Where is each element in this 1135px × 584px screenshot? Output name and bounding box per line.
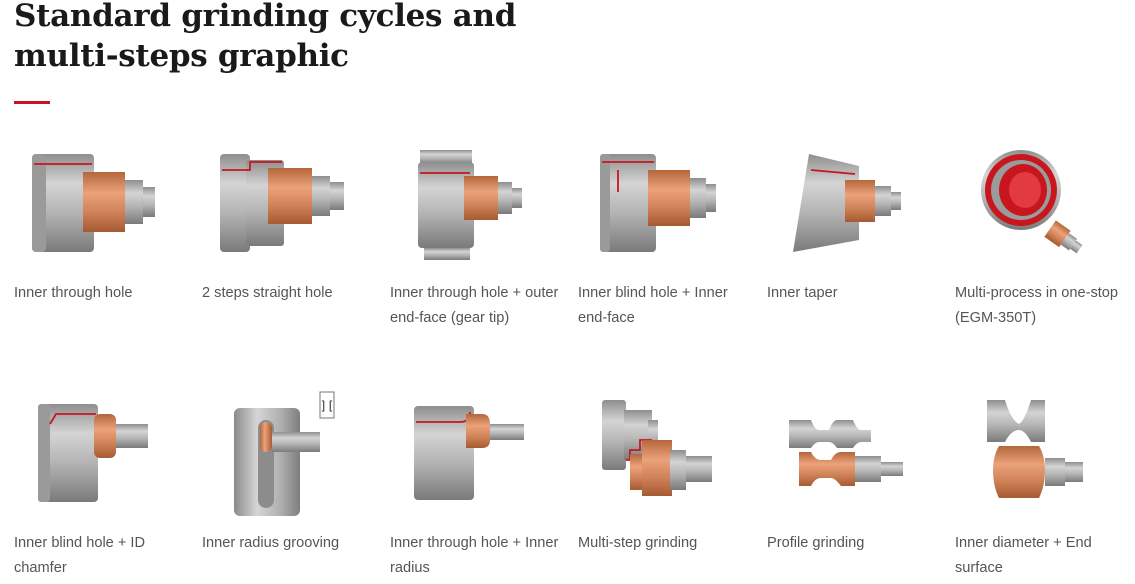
cycle-label: Multi-process in one-stop (EGM-350T) bbox=[955, 285, 1119, 326]
multi-process-icon bbox=[981, 150, 1083, 254]
through-hole-radius-icon bbox=[414, 406, 524, 500]
cycle-label: Inner taper bbox=[767, 285, 838, 301]
svg-text:][: ][ bbox=[320, 399, 334, 413]
title-accent-bar bbox=[14, 101, 50, 104]
cycle-item-1[interactable]: Inner through hole bbox=[14, 140, 194, 320]
cycle-label: Inner through hole + Inner radius bbox=[390, 535, 559, 576]
two-steps-straight-hole-icon bbox=[220, 154, 344, 252]
cycle-label: Inner blind hole + Inner end-face bbox=[578, 285, 728, 326]
cycle-label: Inner diameter + End surface bbox=[955, 535, 1092, 576]
cycle-label: Profile grinding bbox=[767, 535, 865, 551]
cycle-label: Inner radius grooving bbox=[202, 535, 340, 551]
cycle-item-11[interactable]: Profile grinding bbox=[767, 390, 947, 570]
page-title: Standard grinding cycles and multi-steps… bbox=[14, 0, 516, 76]
cycle-item-6[interactable]: Multi-process in one-stop (EGM-350T) bbox=[955, 140, 1135, 326]
inner-diameter-end-surface-icon bbox=[987, 400, 1083, 498]
cycle-label: Inner blind hole + ID chamfer bbox=[14, 535, 146, 576]
cycle-item-8[interactable]: ][ Inner radius grooving bbox=[202, 390, 382, 570]
cycle-label: Inner through hole + outer end-face (gea… bbox=[390, 285, 559, 326]
cycle-item-12[interactable]: Inner diameter + End surface bbox=[955, 390, 1135, 576]
title-line-2: multi-steps graphic bbox=[14, 38, 349, 74]
through-hole-end-face-icon bbox=[418, 150, 522, 260]
cycle-item-9[interactable]: Inner through hole + Inner radius bbox=[390, 390, 570, 576]
blind-hole-chamfer-icon bbox=[38, 404, 148, 502]
cycle-label: 2 steps straight hole bbox=[202, 285, 333, 301]
profile-grinding-icon bbox=[789, 420, 903, 486]
cycle-item-2[interactable]: 2 steps straight hole bbox=[202, 140, 382, 320]
cycle-item-7[interactable]: Inner blind hole + ID chamfer bbox=[14, 390, 194, 576]
inner-through-hole-icon bbox=[32, 154, 155, 252]
cycle-item-10[interactable]: Multi-step grinding bbox=[578, 390, 758, 570]
inner-taper-icon bbox=[793, 154, 901, 252]
blind-hole-end-face-icon bbox=[600, 154, 716, 252]
cycle-label: Inner through hole bbox=[14, 285, 133, 301]
cycle-item-4[interactable]: Inner blind hole + Inner end-face bbox=[578, 140, 758, 326]
cycle-label: Multi-step grinding bbox=[578, 535, 698, 551]
cycle-item-5[interactable]: Inner taper bbox=[767, 140, 947, 320]
title-line-1: Standard grinding cycles and bbox=[14, 0, 517, 34]
radius-grooving-icon: ][ bbox=[234, 391, 335, 516]
multi-step-grinding-icon bbox=[602, 400, 712, 496]
cycle-item-3[interactable]: Inner through hole + outer end-face (gea… bbox=[390, 140, 570, 326]
